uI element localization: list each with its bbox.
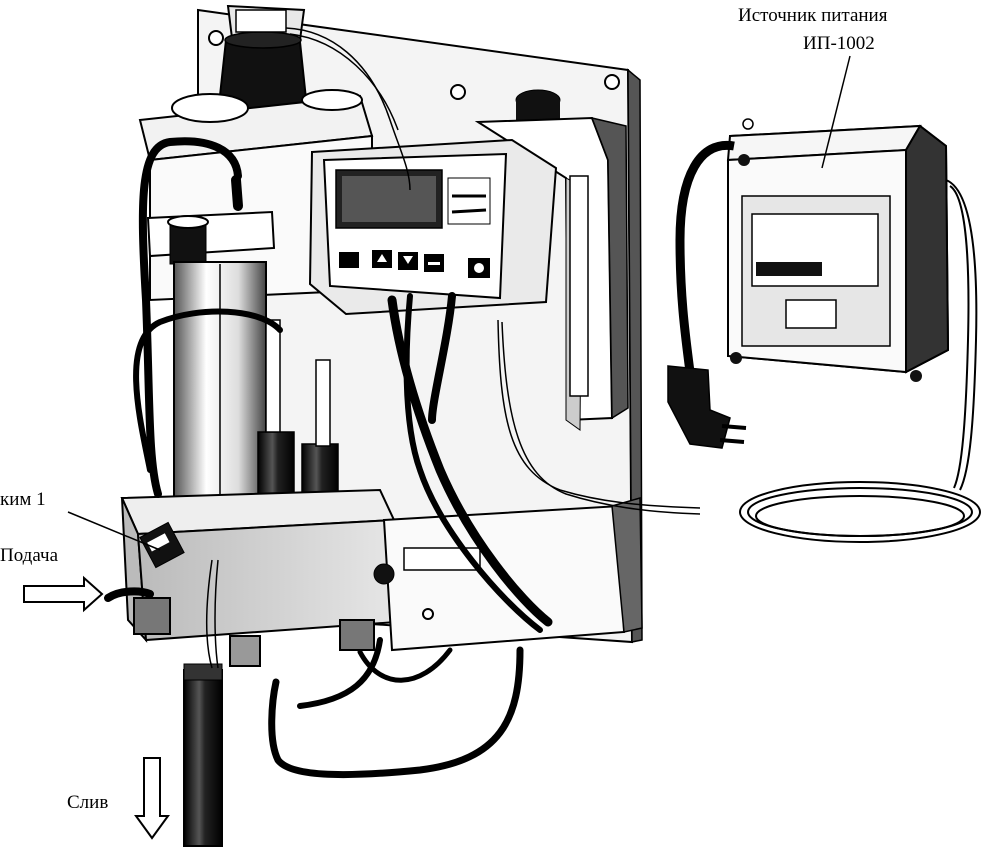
tubes (205, 27, 701, 669)
controller-buttons (339, 250, 490, 278)
arrow-down-icon (134, 757, 170, 840)
valve-label: ким 1 (0, 489, 46, 510)
drain-pipe (183, 663, 223, 847)
plug-icon (667, 365, 747, 449)
base-manifold (120, 488, 643, 652)
controller-unit (308, 138, 558, 316)
psu-leader-line (821, 55, 851, 169)
leader-lines (67, 55, 851, 551)
power-cord (667, 140, 747, 449)
feed-label: Подача (0, 545, 59, 566)
valve-leader-line (67, 511, 161, 551)
arrow-right-icon (23, 575, 104, 613)
drain-label: Слив (67, 792, 109, 813)
cables (104, 137, 553, 779)
coiled-cable (739, 179, 981, 543)
fittings (133, 597, 375, 667)
overflow-funnel (216, 4, 310, 120)
power-supply-label-line2: ИП-1002 (803, 33, 875, 54)
reagent-bottle (474, 89, 629, 431)
power-supply-unit (726, 118, 950, 382)
measuring-column (146, 210, 276, 511)
power-supply-label-line1: Источник питания (738, 5, 888, 26)
